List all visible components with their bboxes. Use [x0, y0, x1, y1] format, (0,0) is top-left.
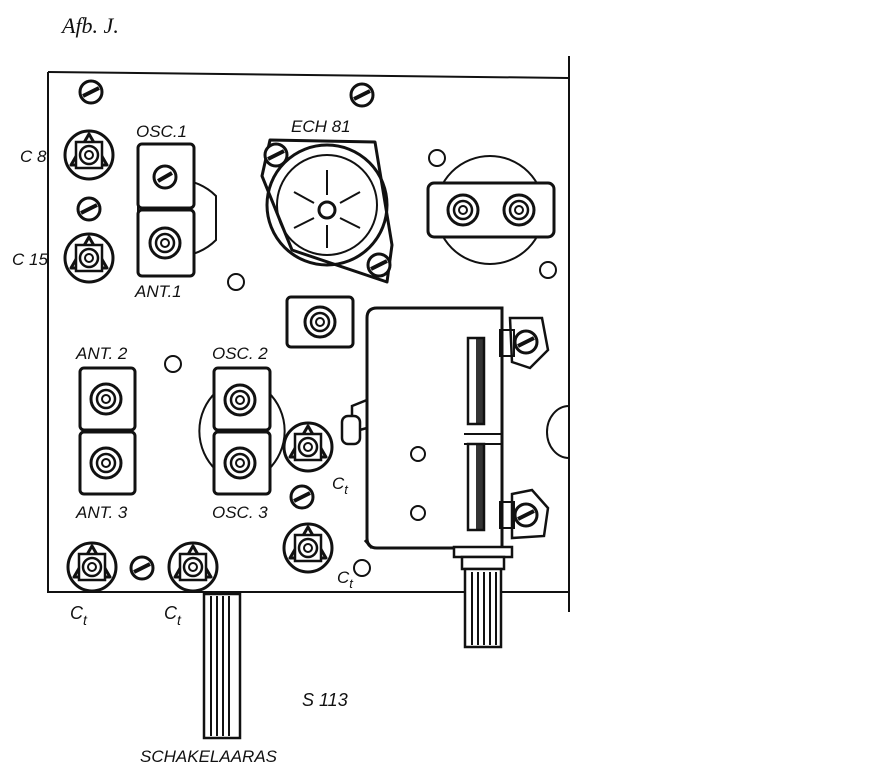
screw-between-ct-right: [289, 484, 315, 510]
switch-hole-2: [410, 505, 426, 521]
trimmer-ct-lower: [282, 522, 334, 574]
switch-screw-top: [513, 329, 539, 355]
chassis-top-edge: [47, 71, 569, 79]
screw-between-ct-bottom: [129, 555, 155, 581]
trimmer-c8: [63, 129, 115, 181]
small-coil-block: [285, 295, 355, 349]
switch-bracket-bottom: [510, 488, 550, 540]
label-c15: C 15: [12, 250, 48, 269]
label-ct-upper: Ct: [332, 474, 349, 497]
label-osc2: OSC. 2: [212, 344, 268, 363]
label-ct-bottom-left: Ct: [70, 603, 88, 628]
trimmer-ct-upper: [282, 421, 334, 473]
chassis-notch: [546, 405, 570, 459]
trimmer-ct-bottom-center: [167, 541, 219, 593]
tube-socket-flange: [260, 138, 394, 284]
coil-block-ant3: [78, 430, 137, 496]
mounting-screw-top-left: [78, 79, 104, 105]
trimmer-c15: [63, 232, 115, 284]
label-osc1: OSC.1: [136, 122, 187, 141]
coil-block-osc2: [212, 366, 272, 432]
coil-block-ant2: [78, 366, 137, 432]
core-osc1: [152, 164, 178, 190]
figure-code: S 113: [302, 690, 348, 710]
shaft-bushing: [452, 545, 514, 559]
hole: [428, 149, 446, 167]
tube-socket-screw-1: [263, 142, 289, 168]
mounting-screw-top-center: [349, 82, 375, 108]
switch-hole-1: [410, 446, 426, 462]
coil-block-osc3: [212, 430, 272, 496]
tube-socket-center: [317, 200, 337, 220]
hole: [164, 355, 182, 373]
label-ech81: ECH 81: [291, 117, 351, 136]
label-ant2: ANT. 2: [75, 344, 128, 363]
hole: [353, 559, 371, 577]
switch-screw-bottom: [513, 502, 539, 528]
label-schakelaaras: SCHAKELAARAS: [140, 747, 278, 766]
coil-can-outline-2: [198, 391, 217, 471]
chassis-plate-outline: [47, 72, 570, 593]
label-c8: C 8: [20, 147, 47, 166]
tube-socket-ring: [265, 143, 389, 267]
hole: [227, 273, 245, 291]
label-ant1: ANT.1: [134, 282, 182, 301]
label-osc3: OSC. 3: [212, 503, 268, 522]
switch-bracket-top: [508, 316, 550, 370]
trimmer-ct-bottom-left: [66, 541, 118, 593]
tube-socket-inner: [276, 154, 378, 256]
label-ct-lower: Ct: [337, 568, 354, 591]
screw-between-c8-c15: [76, 196, 102, 222]
figure-caption: Afb. J.: [60, 13, 119, 38]
hole: [539, 261, 557, 279]
label-ct-bottom-center: Ct: [164, 603, 182, 628]
coil-block-ant1: [136, 208, 196, 278]
tube-socket-screw-2: [366, 252, 392, 278]
label-ant3: ANT. 3: [75, 503, 128, 522]
